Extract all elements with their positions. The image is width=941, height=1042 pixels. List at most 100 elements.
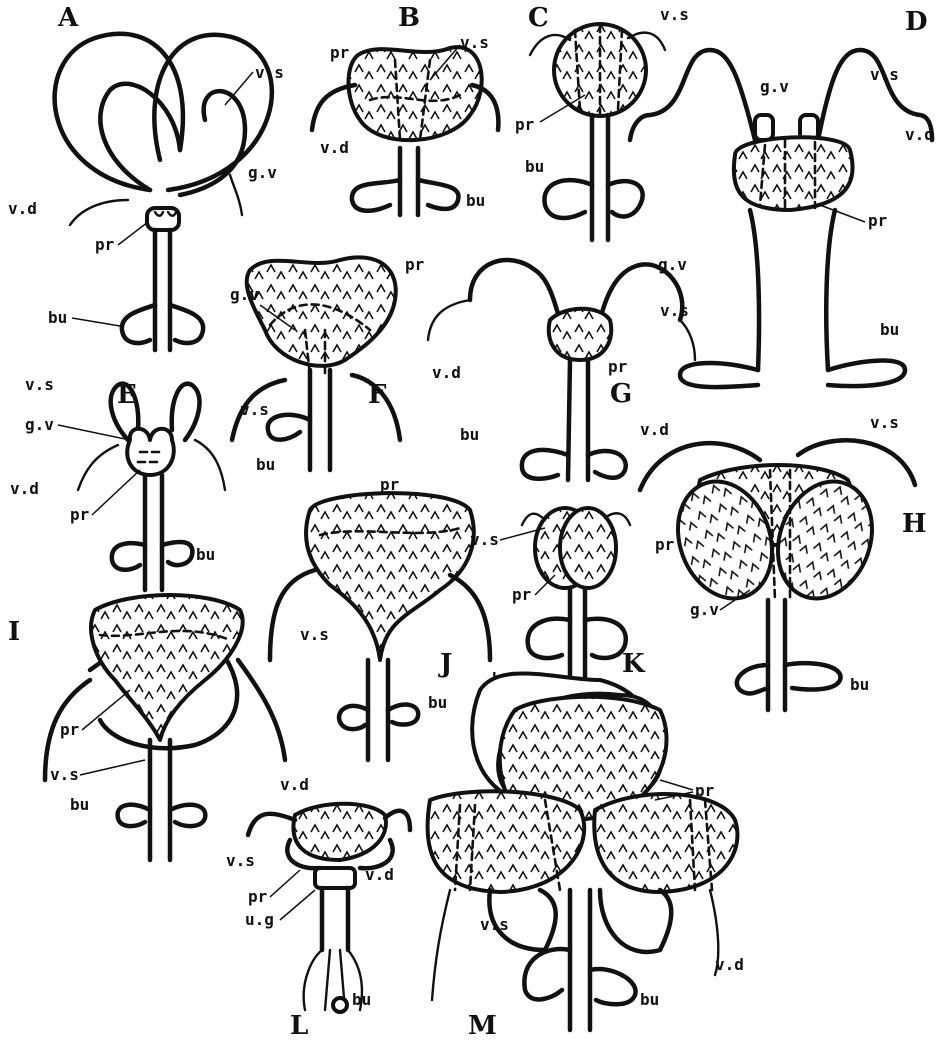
label-b-vs: v.s	[460, 33, 489, 52]
prostate-dorsal-texture	[293, 804, 385, 860]
leader-a-vs	[225, 72, 253, 105]
urethra	[310, 370, 330, 470]
label-m-vd: v.d	[715, 955, 744, 974]
label-c-pr: pr	[515, 115, 534, 134]
urethra	[155, 230, 170, 350]
label-e-vd: v.d	[10, 479, 39, 498]
label-m-pr: pr	[695, 781, 714, 800]
bulbourethral-right	[388, 705, 418, 725]
bulbourethral-left	[339, 706, 368, 729]
prostate	[127, 429, 174, 475]
urethra	[570, 890, 590, 1030]
label-c-vs: v.s	[660, 5, 689, 24]
bulbourethral-right	[588, 451, 626, 478]
panel-g: G g.v v.s v.d pr bu	[428, 255, 695, 480]
bulbourethral-left	[680, 363, 758, 387]
seminal-vesicle-left	[630, 50, 755, 140]
urethra	[322, 888, 348, 950]
leader-l-ug	[280, 890, 315, 920]
label-h-vd: v.d	[640, 420, 669, 439]
label-g-bu: bu	[460, 425, 479, 444]
label-l-bu: bu	[352, 990, 371, 1009]
bulbourethral-right	[170, 305, 203, 343]
panel-k: K v.s pr bu	[470, 508, 646, 690]
urethra-right	[826, 210, 835, 370]
prostate-lateral-left-texture	[428, 791, 585, 892]
label-h-pr: pr	[655, 535, 674, 554]
label-l-ug: u.g	[245, 910, 274, 929]
panel-label-g: G	[610, 379, 632, 409]
panel-b: B pr v.s v.d bu	[312, 3, 498, 215]
panel-label-c: C	[528, 3, 549, 33]
panel-i: I pr v.s v.d bu	[8, 595, 309, 860]
label-m-bu: bu	[640, 990, 659, 1009]
bulbourethral-right	[170, 805, 205, 826]
bulbourethral-gland	[333, 998, 347, 1012]
label-f-bu: bu	[256, 455, 275, 474]
panel-label-b: B	[398, 3, 420, 33]
vas-deferens-left	[270, 570, 315, 660]
panel-e: E v.s g.v v.d pr bu	[10, 375, 225, 590]
bulbourethral-left	[118, 805, 150, 826]
urethra	[592, 115, 608, 240]
panel-c: C v.s pr bu	[515, 3, 689, 240]
panel-h: H v.d v.s pr g.v bu	[640, 413, 927, 710]
urethra	[150, 740, 170, 860]
label-k-pr: pr	[512, 585, 531, 604]
vas-deferens-right	[450, 575, 490, 660]
panel-m: M pr v.s v.d bu	[428, 673, 744, 1041]
bulbourethral-right	[785, 663, 840, 689]
label-a-bu: bu	[48, 308, 67, 327]
label-h-vs: v.s	[870, 413, 899, 432]
label-b-bu: bu	[466, 191, 485, 210]
label-l-vs: v.s	[226, 851, 255, 870]
label-k-vs: v.s	[470, 530, 499, 549]
label-g-vs: v.s	[660, 301, 689, 320]
urethra	[768, 600, 785, 710]
urethra	[368, 660, 388, 760]
label-i-pr: pr	[60, 720, 79, 739]
bulbourethral-right	[590, 969, 636, 1004]
urethra	[568, 360, 588, 480]
gland-vesicle-left	[755, 115, 773, 140]
leader-a-bu	[72, 318, 120, 326]
label-a-vs: v.s	[255, 63, 284, 82]
label-a-vd: v.d	[8, 199, 37, 218]
vas-deferens-left	[70, 200, 128, 225]
label-j-vs: v.s	[300, 625, 329, 644]
panel-j: J pr v.s bu	[270, 475, 490, 760]
panel-label-a: A	[57, 3, 79, 33]
label-m-vs: v.s	[480, 915, 509, 934]
urethral-gland	[315, 868, 355, 888]
panel-d: D g.v v.s v.d pr bu	[630, 7, 934, 387]
label-d-pr: pr	[868, 211, 887, 230]
label-d-vs: v.s	[870, 65, 899, 84]
panel-l: L v.s v.d pr u.g bu	[226, 804, 410, 1041]
label-g-pr: pr	[608, 357, 627, 376]
label-d-bu: bu	[880, 320, 899, 339]
leader-i-vs	[80, 760, 145, 775]
urethra	[570, 588, 585, 690]
label-j-pr: pr	[380, 475, 399, 494]
label-h-gv: g.v	[690, 600, 719, 619]
label-c-bu: bu	[525, 157, 544, 176]
seminal-vesicle-right	[172, 384, 200, 440]
leader-e-pr	[92, 470, 140, 515]
label-l-pr: pr	[248, 887, 267, 906]
label-i-vs: v.s	[50, 765, 79, 784]
panel-label-i: I	[8, 617, 20, 647]
bulbourethral-right	[828, 361, 905, 387]
label-b-vd: v.d	[320, 138, 349, 157]
label-i-bu: bu	[70, 795, 89, 814]
label-b-pr: pr	[330, 43, 349, 62]
panel-label-k: K	[622, 649, 646, 679]
urethra	[145, 475, 162, 590]
bulbourethral-left	[522, 450, 568, 479]
panel-label-j: J	[438, 649, 452, 679]
bulbourethral-left	[737, 665, 768, 693]
bulbourethral-right	[585, 619, 626, 658]
urethra	[400, 148, 418, 215]
bulbourethral-left	[544, 180, 592, 218]
bulbourethral-right	[418, 180, 458, 209]
